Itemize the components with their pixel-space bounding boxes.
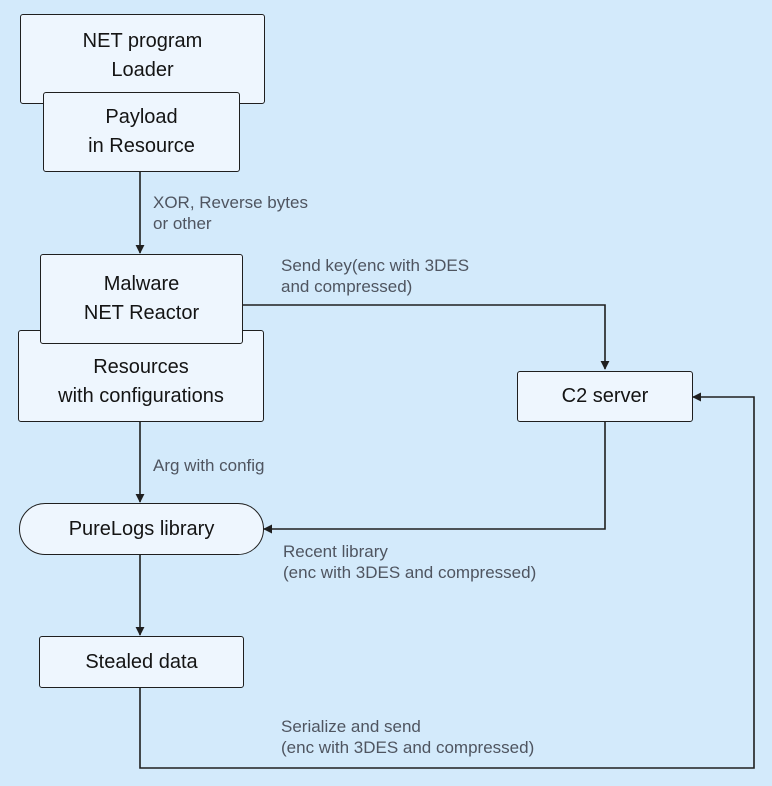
purelogs-library-node: PureLogs library bbox=[19, 503, 264, 555]
arrow-malware-to-c2 bbox=[243, 304, 610, 370]
recent-library-edge-label: Recent library (enc with 3DES and compre… bbox=[283, 542, 537, 582]
net-loader-node: NET program Loader bbox=[20, 14, 265, 104]
serialize-send-edge-label: Serialize and send (enc with 3DES and co… bbox=[281, 717, 535, 757]
arg-with-config-edge-label: Arg with config bbox=[153, 456, 265, 475]
resources-node: Resources with configurations bbox=[18, 330, 264, 422]
malware-label: Malware NET Reactor bbox=[83, 273, 200, 324]
c2-server-label: C2 server bbox=[561, 385, 649, 407]
send-key-edge-label: Send key(enc with 3DES and compressed) bbox=[281, 256, 470, 296]
xor-edge-label: XOR, Reverse bytes or other bbox=[153, 193, 308, 233]
payload-label: Payload in Resource bbox=[88, 106, 195, 157]
stealed-data-node: Stealed data bbox=[39, 636, 244, 688]
malware-node: Malware NET Reactor bbox=[40, 254, 243, 344]
arrow-c2-to-purelogs bbox=[263, 422, 606, 534]
purelogs-library-label: PureLogs library bbox=[68, 517, 215, 540]
net-loader-label: NET program Loader bbox=[82, 30, 203, 81]
c2-server-node: C2 server bbox=[517, 371, 693, 422]
payload-node: Payload in Resource bbox=[43, 92, 240, 172]
arrow-stealed-to-c2 bbox=[139, 392, 755, 769]
resources-label: Resources with configurations bbox=[58, 356, 224, 407]
stealed-data-label: Stealed data bbox=[85, 650, 198, 673]
